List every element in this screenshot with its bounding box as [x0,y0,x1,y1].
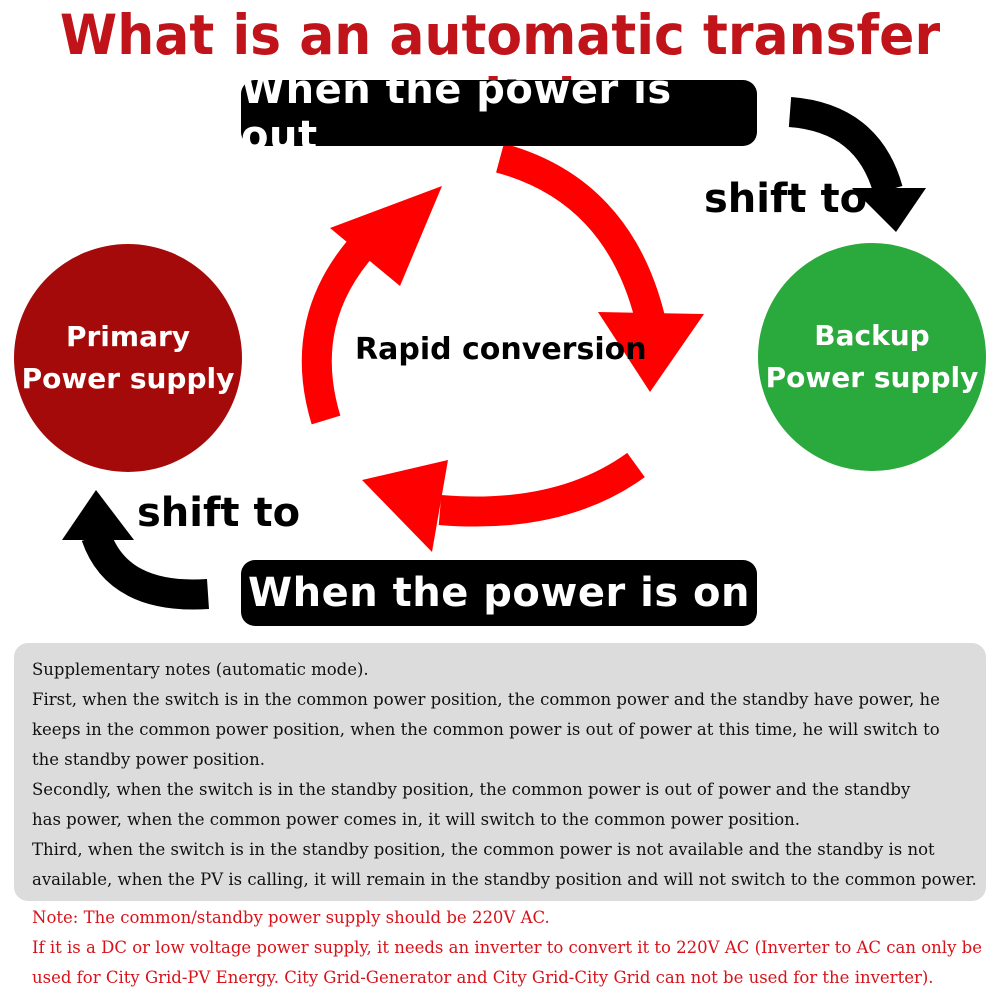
backup-line1: Backup [814,319,930,352]
notes-line: available, when the PV is calling, it wi… [32,870,977,889]
backup-power-supply-node: Backup Power supply [758,243,986,471]
rapid-conversion-label: Rapid conversion [355,332,647,367]
primary-line2: Power supply [21,362,235,395]
cycle-arrow-left [301,186,442,425]
cycle-arrow-bottom [362,452,645,552]
cycle-arrow-top-right [495,143,704,392]
notes-line: First, when the switch is in the common … [32,690,940,709]
shift-to-primary-label: shift to [137,490,301,536]
notes-line: Supplementary notes (automatic mode). [32,660,369,679]
backup-line2: Power supply [765,361,979,394]
shift-to-backup-label: shift to [704,176,868,222]
shift-arrow-top [788,97,926,232]
red-note-line: used for City Grid-PV Energy. City Grid-… [32,968,934,987]
notes-line: has power, when the common power comes i… [32,810,801,829]
red-note-line: If it is a DC or low voltage power suppl… [32,938,982,957]
power-on-pill: When the power is on [241,560,757,626]
power-out-pill: When the power is out [241,67,757,159]
notes-line: the standby power position. [32,750,265,769]
shift-arrow-bottom [62,490,209,610]
notes-line: Third, when the switch is in the standby… [32,840,935,859]
red-note-line: Note: The common/standby power supply sh… [32,908,550,927]
cycle-diagram [62,97,926,610]
notes-line: Secondly, when the switch is in the stan… [32,780,911,799]
notes-line: keeps in the common power position, when… [32,720,940,739]
supplementary-notes-panel: Supplementary notes (automatic mode). Fi… [14,643,986,901]
primary-power-supply-node: Primary Power supply [14,244,242,472]
primary-line1: Primary [65,320,191,353]
